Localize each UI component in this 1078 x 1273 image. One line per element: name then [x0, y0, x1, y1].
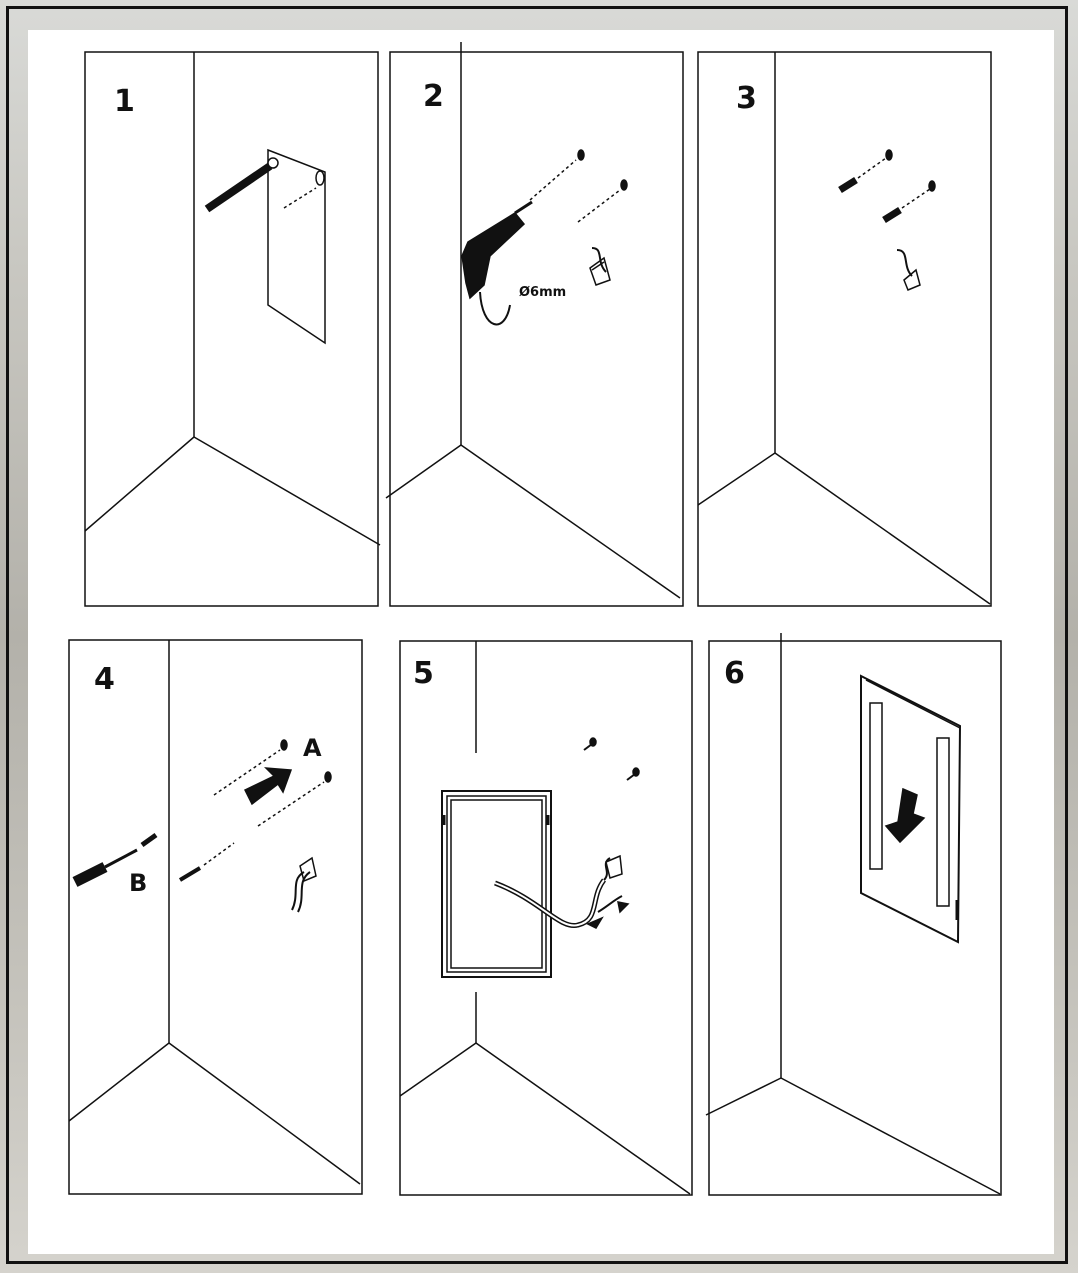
step-1-wall-corner: [85, 52, 194, 531]
step-6-panel: 6: [706, 633, 1001, 1195]
step-1-floor-line: [194, 437, 380, 545]
step-1-border: [85, 52, 378, 606]
arrow-icon: [245, 768, 291, 804]
screw-icon: [180, 843, 234, 880]
step-6-number: 6: [724, 656, 745, 691]
step-3-wall-corner: [698, 52, 775, 505]
step-2-number: 2: [423, 79, 444, 114]
cable-icon: [590, 248, 610, 285]
step-2-border: [390, 52, 683, 606]
step-3-floor-line: [775, 453, 990, 604]
screw-heads: [584, 738, 639, 780]
step-3-panel: 3: [698, 52, 991, 606]
step-2-floor-right: [461, 445, 680, 598]
step-2-panel: 2 Ø6mm: [386, 42, 683, 606]
step-4-border: [69, 640, 362, 1194]
step-5-number: 5: [413, 656, 434, 691]
step-3-border: [698, 52, 991, 606]
drill-hole-marks: [530, 150, 627, 222]
step-1-panel: 1: [85, 52, 380, 606]
wall-plug-icon: [840, 150, 935, 220]
step-5-floor-right: [476, 1043, 690, 1194]
step-6-floor-right: [781, 1078, 1000, 1194]
label-b: B: [129, 869, 147, 897]
cable-icon: [897, 250, 920, 290]
step-4-number: 4: [94, 662, 115, 697]
cable-icon: [495, 856, 628, 928]
step-1-number: 1: [114, 84, 135, 119]
step-2-floor-left: [386, 445, 461, 498]
cable-icon: [292, 858, 316, 912]
step-3-number: 3: [736, 81, 757, 116]
mirror-template: [268, 150, 325, 343]
step-5-panel: 5: [400, 641, 692, 1195]
drill-icon: [462, 202, 532, 324]
label-a: A: [303, 734, 322, 762]
drill-size-label: Ø6mm: [519, 285, 566, 300]
step-4-floor-line: [169, 1043, 360, 1184]
step-5-floor-left: [400, 1043, 476, 1096]
step-6-floor-left: [706, 1078, 781, 1115]
step-4-panel: 4 A B: [69, 640, 362, 1194]
